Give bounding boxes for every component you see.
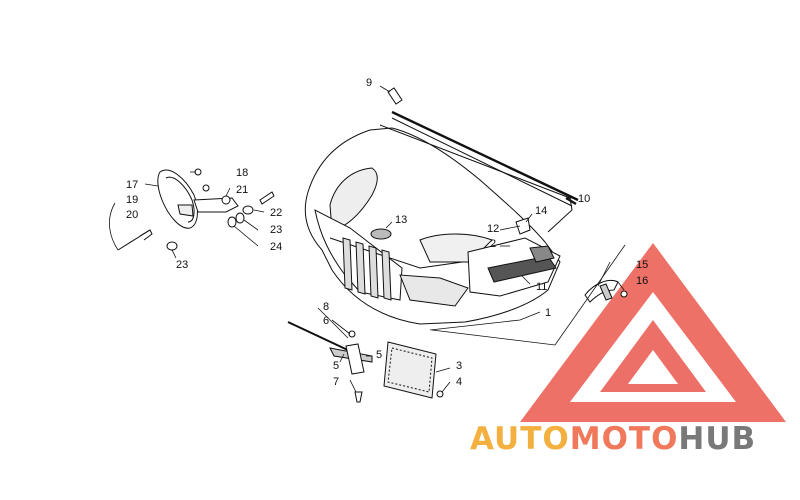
callout-5a: 5 — [333, 360, 339, 372]
callout-13: 13 — [395, 214, 407, 226]
callout-8: 8 — [323, 301, 329, 313]
callout-3: 3 — [456, 360, 462, 372]
callout-labels: 1 2 3 4 5 5 6 7 8 9 10 11 12 13 14 15 16… — [126, 77, 648, 388]
callout-14: 14 — [535, 205, 547, 217]
callout-22: 22 — [270, 207, 282, 219]
callout-23b: 23 — [270, 224, 282, 236]
callout-2: 2 — [490, 238, 496, 250]
headlight-assembly — [117, 168, 275, 251]
callout-9: 9 — [366, 77, 372, 89]
callout-10: 10 — [578, 193, 590, 205]
callout-7: 7 — [333, 376, 339, 388]
watermark-logo-icon — [520, 243, 786, 422]
watermark-text: AUTOMOTOHUB — [470, 421, 756, 457]
watermark-moto: MOTO — [570, 421, 679, 457]
lower-mount-parts — [287, 321, 444, 403]
callout-20: 20 — [126, 209, 138, 221]
callout-17: 17 — [126, 179, 138, 191]
hood-assembly — [304, 87, 579, 325]
callout-6: 6 — [323, 315, 329, 327]
watermark-hub: HUB — [678, 421, 756, 457]
callout-1: 1 — [545, 307, 551, 319]
callout-21: 21 — [236, 184, 248, 196]
callout-18: 18 — [236, 167, 248, 179]
callout-4: 4 — [456, 376, 462, 388]
callout-23a: 23 — [176, 259, 188, 271]
callout-16: 16 — [636, 275, 648, 287]
callout-15: 15 — [636, 259, 648, 271]
callout-19: 19 — [126, 194, 138, 206]
callout-12: 12 — [487, 223, 499, 235]
callout-5b: 5 — [376, 349, 382, 361]
watermark-auto: AUTO — [470, 421, 570, 457]
callout-24: 24 — [270, 241, 282, 253]
leader-lines — [109, 85, 626, 393]
latch-part — [584, 280, 628, 303]
callout-11: 11 — [536, 281, 547, 293]
